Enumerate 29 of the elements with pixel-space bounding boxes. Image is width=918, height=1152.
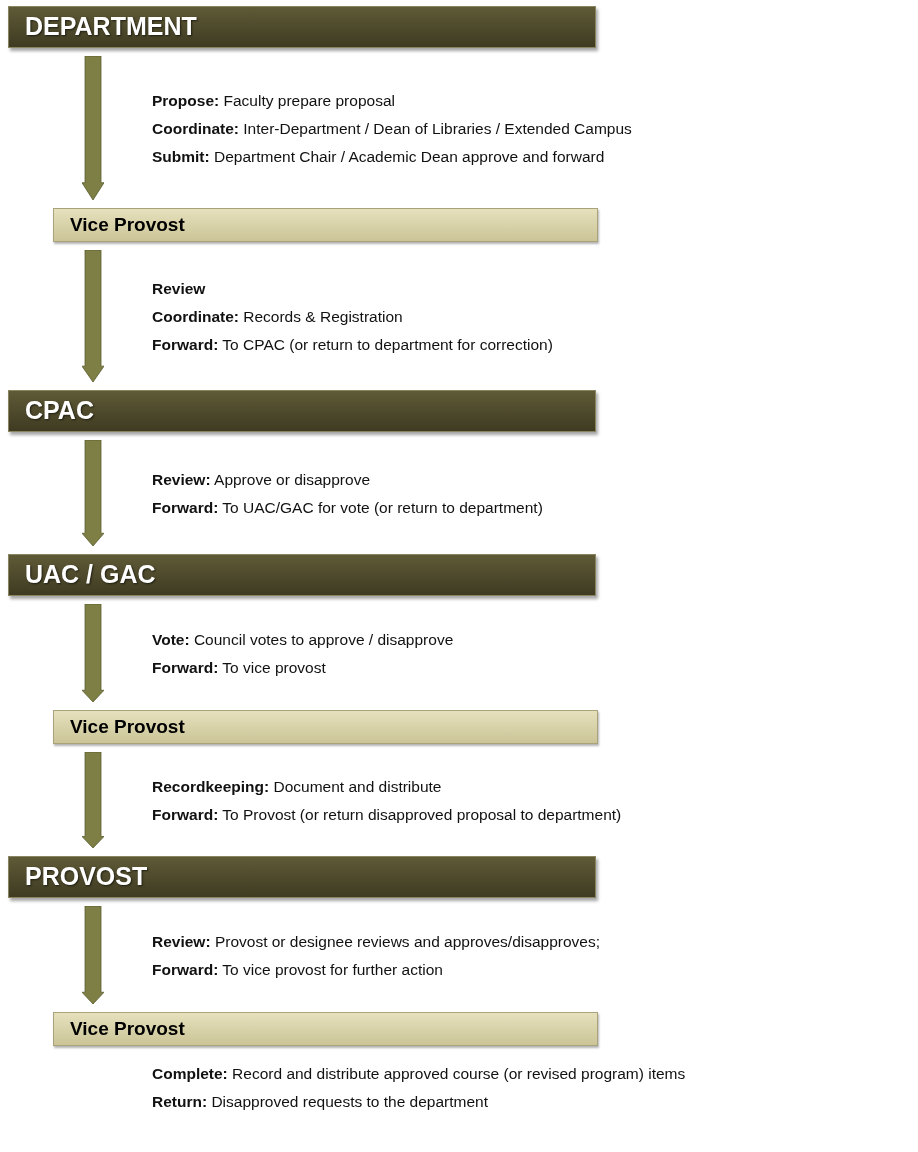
step-description: Coordinate: Records & Registration xyxy=(152,306,404,326)
down-arrow xyxy=(82,752,104,848)
office-header-bar: Vice Provost xyxy=(53,1012,598,1046)
step-description: Return: Disapproved requests to the department xyxy=(152,1092,489,1111)
step-description: Forward: To Provost (or return disapproved proposal to department) xyxy=(152,804,623,824)
stage-header-bar: UAC / GAC xyxy=(8,554,596,596)
step-description: Recordkeeping: Document and distribute xyxy=(152,776,443,796)
down-arrow xyxy=(82,604,104,702)
down-arrow xyxy=(82,250,104,382)
step-description: Propose: Faculty prepare proposal xyxy=(152,90,396,110)
down-arrow xyxy=(82,56,104,200)
step-description: Forward: To vice provost xyxy=(152,657,327,677)
stage-header-bar: PROVOST xyxy=(8,856,596,898)
step-description: Vote: Council votes to approve / disapprove xyxy=(152,629,455,649)
office-header-bar: Vice Provost xyxy=(53,208,598,242)
step-description: Coordinate: Inter-Department / Dean of Libraries / Extended Campus xyxy=(152,118,633,138)
step-description: Review: Approve or disapprove xyxy=(152,469,371,489)
stage-header-bar: CPAC xyxy=(8,390,596,432)
step-description: Forward: To UAC/GAC for vote (or return to department) xyxy=(152,497,544,517)
stage-header-bar: DEPARTMENT xyxy=(8,6,596,48)
step-description: Forward: To vice provost for further action xyxy=(152,959,444,979)
step-description: Submit: Department Chair / Academic Dean approve and forward xyxy=(152,146,606,166)
step-description: Complete: Record and distribute approved course (or revised program) items xyxy=(152,1064,687,1083)
office-header-bar: Vice Provost xyxy=(53,710,598,744)
step-description: Review xyxy=(152,278,207,298)
step-description: Review: Provost or designee reviews and approves/disapproves; xyxy=(152,931,602,951)
down-arrow xyxy=(82,906,104,1004)
down-arrow xyxy=(82,440,104,546)
step-description: Forward: To CPAC (or return to department for correction) xyxy=(152,334,554,354)
